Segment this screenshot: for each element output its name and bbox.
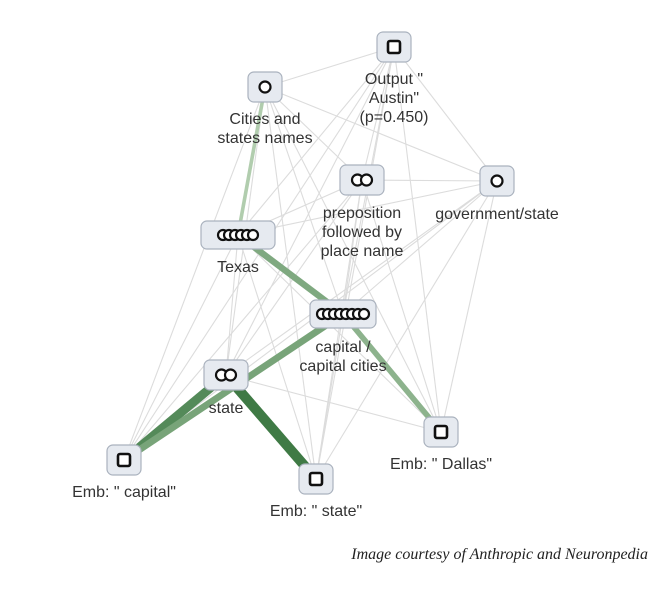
weak-edge: [237, 180, 498, 236]
weak-edge: [225, 234, 239, 376]
weak-edge: [440, 180, 498, 433]
weak-edge: [342, 179, 363, 315]
weak-edge: [225, 46, 395, 376]
node-cities_states[interactable]: Cities and states names: [217, 71, 313, 147]
node-label: Cities and: [229, 111, 300, 128]
edge-texas-to-cities_states: [236, 86, 267, 236]
node-emb_dallas[interactable]: Emb: " Dallas": [390, 416, 492, 473]
node-label: Texas: [217, 259, 259, 276]
weak-edge: [237, 46, 395, 236]
edge-state_feature-to-emb_state: [222, 371, 320, 483]
weak-edge: [361, 46, 395, 181]
weak-edge: [315, 180, 498, 480]
node-label: followed by: [322, 224, 402, 241]
weak-edge: [315, 313, 344, 480]
square-icon: [308, 471, 324, 487]
node-label: states names: [217, 130, 312, 147]
weak-edge: [225, 180, 498, 376]
weak-edge: [264, 46, 395, 88]
weak-edge: [342, 180, 498, 315]
circles-icon: [216, 228, 260, 242]
node-government_state[interactable]: government/state: [435, 165, 559, 223]
node-label: preposition: [323, 205, 401, 222]
weak-edge: [123, 86, 266, 461]
node-label: government/state: [435, 206, 559, 223]
node-label: place name: [321, 243, 404, 260]
weak-edge: [361, 179, 442, 433]
weak-edge: [225, 374, 442, 433]
weak-edge: [264, 86, 344, 315]
node-label: Emb: " capital": [72, 484, 176, 501]
circles-icon: [315, 307, 371, 321]
node-label: Emb: " Dallas": [390, 456, 492, 473]
node-emb_state[interactable]: Emb: " state": [270, 463, 362, 520]
node-label: capital cities: [299, 358, 386, 375]
circles-icon: [490, 174, 504, 188]
node-output_austin[interactable]: Output " Austin" (p=0.450): [360, 31, 429, 126]
node-texas[interactable]: Texas: [200, 220, 276, 276]
weak-edge: [264, 86, 498, 182]
node-label: state: [209, 400, 244, 417]
node-label: (p=0.450): [360, 109, 429, 126]
square-icon: [386, 39, 402, 55]
node-label: Output ": [365, 71, 423, 88]
graph-nodes: Output "Austin"(p=0.450)Cities andstates…: [72, 31, 559, 520]
edge-capital_cities-to-emb_dallas: [340, 312, 444, 434]
circles-icon: [258, 80, 272, 94]
node-label: Emb: " state": [270, 503, 362, 520]
weak-edge: [393, 46, 498, 182]
node-label: Austin": [369, 90, 419, 107]
weak-edge: [123, 179, 363, 461]
node-preposition[interactable]: preposition followed by place name: [321, 164, 404, 260]
weak-edge: [393, 46, 442, 433]
circles-icon: [350, 173, 374, 187]
node-emb_capital[interactable]: Emb: " capital": [72, 444, 176, 501]
circles-icon: [214, 368, 238, 382]
square-icon: [116, 452, 132, 468]
weak-edge: [237, 234, 442, 433]
image-credit-caption: Image courtesy of Anthropic and Neuronpe…: [351, 546, 648, 563]
square-icon: [433, 424, 449, 440]
node-capital_cities[interactable]: capital / capital cities: [299, 299, 387, 375]
weak-edge: [123, 234, 239, 461]
node-label: capital /: [315, 339, 371, 356]
weak-edges: [123, 46, 498, 480]
node-state_feature[interactable]: state: [203, 359, 249, 417]
